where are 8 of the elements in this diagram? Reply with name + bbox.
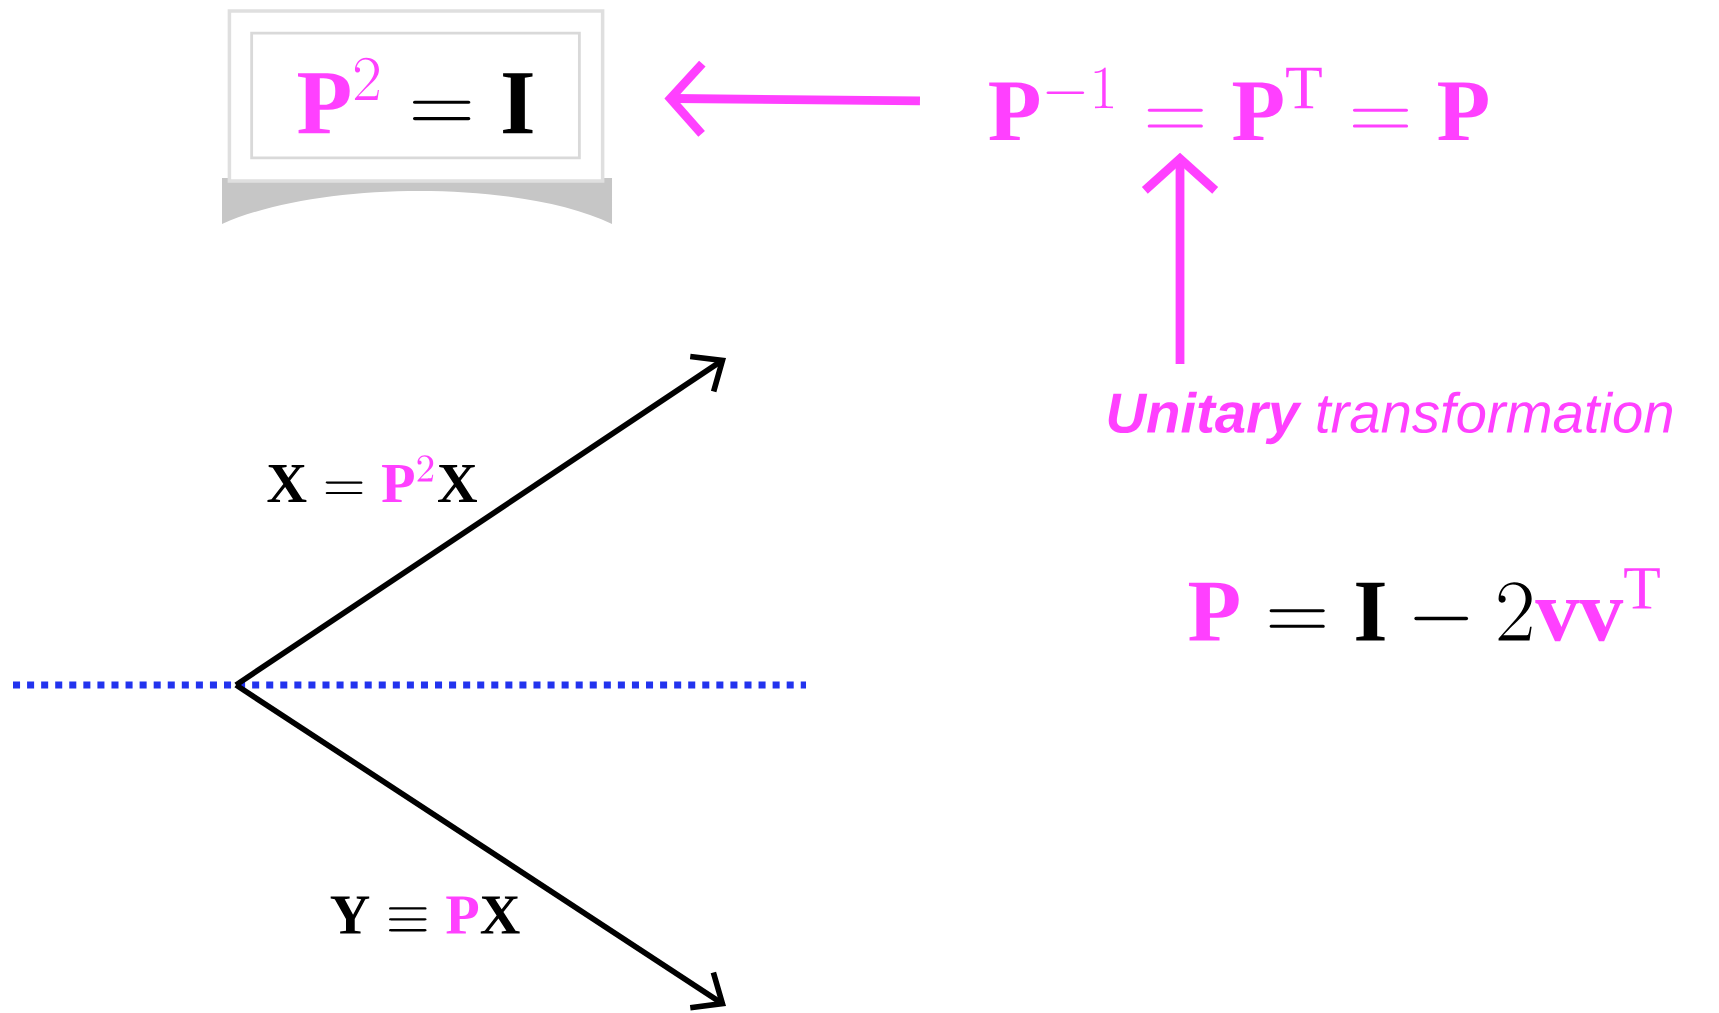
framed-box: $\textcolor{hl}{\mathbf{P}^{2}} = \mathbf{I}$ bbox=[222, 9, 612, 224]
formula: $\mathbf{Y} \equiv \textcolor{hl}{\mathbf{P}}\mathbf{X}$ bbox=[330, 896, 520, 934]
formula: $\textcolor{hl}{\mathbf{P}} = \mathbf{I} - 2\textcolor{hl}{\mathbf{vv}^{\mathrm{T}}}$ bbox=[1188, 568, 1660, 642]
arrow bbox=[1141, 152, 1219, 365]
arrow bbox=[664, 60, 920, 137]
formula: $\textcolor{hl}{\mathbf{P}^{-1} = \mathbf{P}^{\mathrm{T}} = \mathbf{P}}$ bbox=[989, 67, 1488, 141]
formula: $\mathbf{X} = \textcolor{hl}{\mathbf{P}^{2}}\mathbf{X}$ bbox=[267, 455, 477, 502]
caption-text: Unitary transformation bbox=[1108, 391, 1672, 445]
